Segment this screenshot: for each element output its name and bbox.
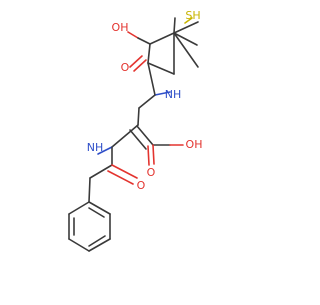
bond-n-c-alkene: [138, 94, 156, 109]
bond-alkene-a: [136, 125, 154, 146]
bond-ch2-ring: [88, 177, 91, 203]
ring-bond-3: [68, 238, 90, 252]
bond-ca-cb: [147, 62, 175, 75]
ring-bond-1: [68, 201, 90, 215]
bond-methyl-top: [173, 21, 199, 34]
ring-bond-4: [88, 238, 111, 252]
bond-s-h: [184, 17, 193, 24]
bond-to-sh: [173, 17, 176, 34]
sh-label: SH: [185, 9, 200, 22]
o-amide-label: O: [137, 179, 146, 192]
molecule-svg: OH O SH NH NH OH O O: [68, 9, 203, 252]
bond-carboxyl-top: [137, 37, 151, 45]
ring-bond-6: [88, 201, 111, 215]
bond-c1-c2: [149, 32, 175, 45]
bond-c-n-lower: [111, 124, 139, 148]
nh-lower-label: NH: [87, 141, 104, 154]
bond-c-o-right-b: [147, 145, 150, 166]
oh-right-label: OH: [186, 138, 203, 151]
o-right-label: O: [147, 166, 156, 179]
molecule-structure-diagram: OH O SH NH NH OH O O: [68, 9, 203, 252]
bond-ca-n: [147, 62, 156, 96]
bond-c-o-double-top-b: [133, 59, 147, 72]
bond-quaternary-right: [173, 32, 198, 46]
bonds: [68, 17, 199, 252]
ring-double-2: [88, 235, 106, 247]
bond-n-h-lower: [97, 146, 113, 155]
bond-c-o-top-left: [147, 43, 151, 64]
bond-c-o-right-a: [152, 144, 155, 165]
bond-alkene-c: [137, 107, 140, 126]
bond-alkene-b: [129, 129, 147, 150]
bond-c-o-amide-a: [111, 164, 138, 179]
atom-labels: OH O SH NH NH OH O O: [87, 9, 203, 192]
nh-upper-label: NH: [165, 88, 182, 101]
o-top-label: O: [121, 61, 130, 74]
bond-methyl-right: [173, 32, 199, 68]
bond-c-o-double-top-a: [129, 55, 143, 68]
bond-n-h-upper: [154, 91, 171, 96]
bond-c-o-amide-b: [107, 170, 134, 185]
ring-double-3: [88, 207, 105, 218]
bond-carbonyl-ch2: [89, 164, 113, 179]
oh-top-label: OH: [112, 21, 129, 34]
bond-oh-top: [127, 31, 139, 39]
